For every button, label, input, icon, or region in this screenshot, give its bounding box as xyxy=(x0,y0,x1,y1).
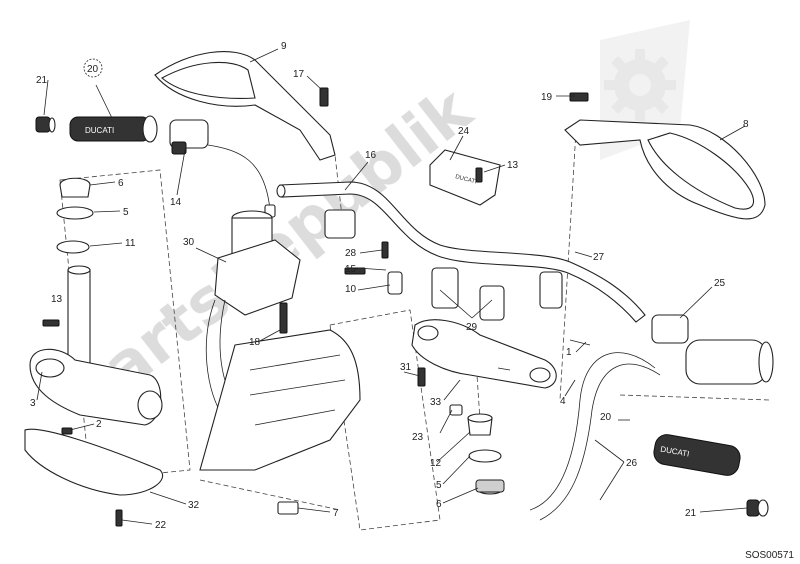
fasteners xyxy=(42,87,589,527)
callout-19: 19 xyxy=(541,92,553,103)
callout-22: 22 xyxy=(155,520,167,531)
callout-20-top: 20 xyxy=(87,64,99,75)
callout-30: 30 xyxy=(183,237,195,248)
right-grip: DUCATI xyxy=(653,434,741,476)
frame-section xyxy=(199,329,361,471)
callout-32: 32 xyxy=(188,500,200,511)
reference-code: SOS00571 xyxy=(745,550,794,561)
right-switch xyxy=(651,314,774,385)
upper-triple-clamp xyxy=(411,319,557,389)
callout-29: 29 xyxy=(466,322,478,333)
callout-25: 25 xyxy=(714,278,726,289)
left-mirror xyxy=(154,51,336,161)
left-bar-end xyxy=(35,116,56,133)
callout-labels: 9 17 21 20 6 5 11 14 16 24 13 19 8 30 28… xyxy=(30,41,749,531)
callout-13-top: 13 xyxy=(507,160,519,171)
leader-lines xyxy=(36,48,748,525)
callout-12: 12 xyxy=(430,458,442,469)
right-bar-end xyxy=(746,499,769,517)
riser-clamps xyxy=(324,209,563,321)
callout-8: 8 xyxy=(743,119,749,130)
callout-28: 28 xyxy=(345,248,357,259)
lower-bearing-stack xyxy=(467,413,505,495)
left-grip: DUCATI xyxy=(69,115,158,143)
callout-5-top: 5 xyxy=(123,207,129,218)
callout-33: 33 xyxy=(430,397,442,408)
callout-20-circle xyxy=(83,58,103,78)
callout-15: 15 xyxy=(345,264,357,275)
callout-18: 18 xyxy=(249,337,261,348)
svg-text:DUCATI: DUCATI xyxy=(85,126,114,135)
steering-stem xyxy=(29,177,163,426)
svg-text:DUCATI: DUCATI xyxy=(454,174,477,186)
callout-4: 4 xyxy=(560,396,566,407)
callout-13-left: 13 xyxy=(51,294,63,305)
callout-6-top: 6 xyxy=(118,178,124,189)
callout-11: 11 xyxy=(125,238,136,249)
callout-21-left: 21 xyxy=(36,75,48,86)
callout-26: 26 xyxy=(626,458,638,469)
callout-10: 10 xyxy=(345,284,357,295)
callout-3: 3 xyxy=(30,398,36,409)
lower-shield xyxy=(24,428,163,496)
callout-23: 23 xyxy=(412,432,424,443)
callout-21-right: 21 xyxy=(685,508,697,519)
callout-24: 24 xyxy=(458,126,470,137)
callout-7: 7 xyxy=(333,508,339,519)
callout-27: 27 xyxy=(593,252,605,263)
callout-2: 2 xyxy=(96,419,102,430)
top-clamp: DUCATI xyxy=(429,149,501,206)
callout-5-bottom: 5 xyxy=(436,480,442,491)
left-switch xyxy=(169,119,276,218)
handlebar xyxy=(276,181,646,323)
callout-20-right: 20 xyxy=(600,412,612,423)
callout-6-bottom: 6 xyxy=(436,499,442,510)
watermark: PartsRepublik xyxy=(54,20,690,432)
callout-1: 1 xyxy=(566,347,572,358)
callout-17: 17 xyxy=(293,69,305,80)
right-mirror xyxy=(564,119,766,220)
callout-31: 31 xyxy=(400,362,412,373)
throttle-cables xyxy=(529,339,661,521)
callout-9: 9 xyxy=(281,41,287,52)
ignition-switch xyxy=(205,210,301,436)
callout-16: 16 xyxy=(365,150,377,161)
callout-14: 14 xyxy=(170,197,182,208)
